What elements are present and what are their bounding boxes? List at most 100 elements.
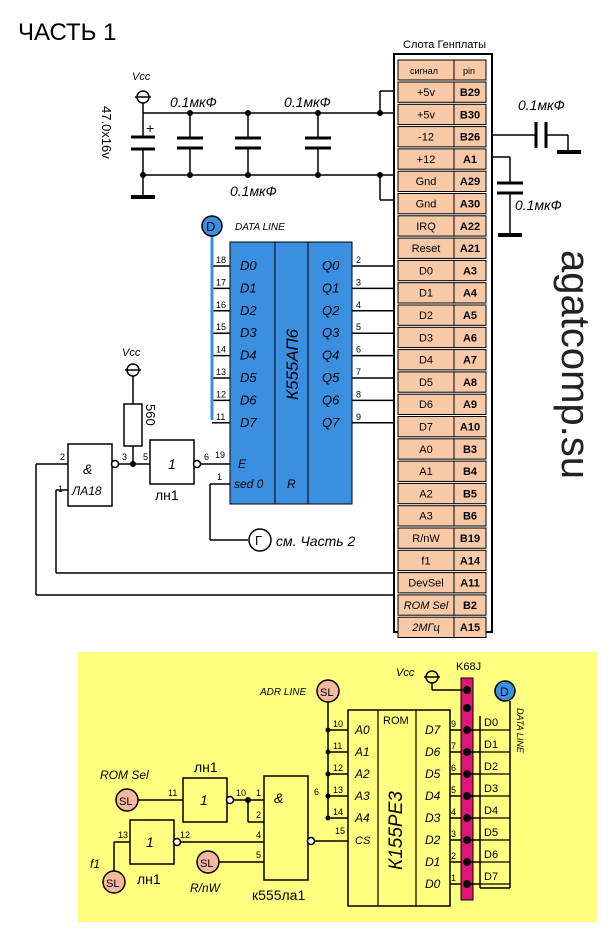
buffer-d-label-6: D6 <box>240 392 257 407</box>
slot-row-19-pin-cell <box>453 505 487 527</box>
inv2-symbol: 1 <box>146 834 154 850</box>
slot-header-pin-text: pin <box>463 66 475 76</box>
slot-row-0-pin: B29 <box>460 87 480 99</box>
rom-d-label-5: D2 <box>425 833 441 847</box>
rom-bus-label-2: D2 <box>484 761 498 773</box>
connector-pin-dot-1 <box>463 704 471 712</box>
slot-row-7-signal: Reset <box>412 243 441 255</box>
slot-row-8-signal: D0 <box>419 265 433 277</box>
website-label: agatcomp.su <box>553 250 597 479</box>
buffer-q-pin-0: 2 <box>356 255 361 265</box>
slot-title: Слота Генплаты <box>403 39 486 51</box>
slot-row-16-signal: A0 <box>419 444 432 456</box>
slot-row-9-pin-cell <box>453 282 487 304</box>
slot-row-4-signal: Gnd <box>416 176 437 188</box>
slot-row-24-pin-cell <box>453 616 487 639</box>
slot-row-24-pin: A15 <box>460 622 480 634</box>
slot-row-0-signal: +5v <box>417 87 436 99</box>
cap-label-4: 0.1мкФ <box>518 97 565 113</box>
slot-row-3-pin-cell <box>453 148 487 170</box>
slot-row-21-pin: A14 <box>460 555 481 567</box>
buffer-q-label-7: Q7 <box>322 415 340 430</box>
buffer-chip-body <box>229 241 353 505</box>
slot-row-14-pin-cell <box>453 393 487 416</box>
rom-d-label-0: D7 <box>425 723 442 737</box>
slot-row-11-pin-cell <box>453 326 487 349</box>
slot-row-3-pin: A1 <box>463 154 477 166</box>
buffer-d-pin-5: 13 <box>216 367 226 377</box>
slot-row-21-signal: f1 <box>421 555 430 567</box>
slot-row-20-signal: R/nW <box>412 533 440 545</box>
slot-row-17-pin-cell <box>453 460 487 482</box>
slot-row-14-signal: D6 <box>419 399 433 411</box>
slot-row-23-signal: ROM Sel <box>404 600 449 612</box>
rom-data-line-marker <box>494 680 516 702</box>
buffer-sed-pin: 1 <box>217 472 222 482</box>
rom-logic: ROM Sel SL 11 1 лн1 10 f1 SL 13 1 лн1 12… <box>90 759 348 903</box>
rom-d-pin-7: 1 <box>451 873 456 883</box>
cap-label-2: 0.1мкФ <box>284 94 331 110</box>
data-line-label: DATA LINE <box>235 222 285 233</box>
rom-a-label-0: A0 <box>354 723 370 737</box>
buffer-d-pin-0: 18 <box>216 255 226 265</box>
buffer-q-label-2: Q2 <box>322 303 340 318</box>
rom-cs-label: CS <box>355 835 371 847</box>
rom-bus-label-1: D1 <box>484 739 498 751</box>
slot-row-4-pin-cell <box>453 170 487 192</box>
slot-row-2-pin: B26 <box>460 132 480 144</box>
buffer-chip-name: К555АП6 <box>283 328 302 400</box>
buffer-d-pin-4: 14 <box>216 345 226 355</box>
buffer-chip: К555АП6 E sed 0 R 19 1 <box>209 241 353 541</box>
rom-d-pin-2: 6 <box>451 763 456 773</box>
slot-row-7-pin-cell <box>453 237 487 259</box>
slot-header-pin <box>453 59 487 81</box>
rnw-label: R/nW <box>190 881 222 895</box>
nand-pin-out: 3 <box>122 452 127 462</box>
rom-d-label-7: D0 <box>425 877 441 891</box>
data-line-marker <box>201 215 223 237</box>
cap-label-1: 0.1мкФ <box>170 94 217 110</box>
slot-row-10-pin: A5 <box>463 310 477 322</box>
buffer-q-pin-7: 9 <box>356 412 361 422</box>
adr-line-label: ADR LINE <box>259 687 306 698</box>
rom-d-label-4: D3 <box>425 811 441 825</box>
rom-a-label-4: A4 <box>354 811 370 825</box>
cap-label-3: 0.1мкФ <box>230 183 277 199</box>
buffer-q-pin-5: 7 <box>356 367 361 377</box>
buffer-d-pin-1: 17 <box>216 277 226 287</box>
buffer-q-label-4: Q4 <box>322 348 339 363</box>
nand-pin-in1: 2 <box>60 452 65 462</box>
slot-row-15-pin: A10 <box>460 422 480 434</box>
buffer-q-pin-2: 4 <box>356 300 361 310</box>
buffer-q-label-3: Q3 <box>322 325 340 340</box>
nand2-name: к555ла1 <box>252 887 305 903</box>
buffer-d-label-3: D3 <box>240 325 257 340</box>
resistor <box>123 403 143 447</box>
rom-bus-label-7: D7 <box>484 871 498 883</box>
slot-row-1-signal: +5v <box>417 109 436 121</box>
inverter-symbol-top: 1 <box>168 456 176 472</box>
nand2-pin-4: 4 <box>256 830 261 840</box>
slot-row-22-pin-cell <box>453 572 487 594</box>
slot-row-6-pin-cell <box>453 215 487 237</box>
buffer-d-label-2: D2 <box>240 303 257 318</box>
slot-row-10-pin-cell <box>453 304 487 326</box>
slot-row-5-pin: A30 <box>460 199 480 211</box>
slot-row-1-pin: B30 <box>460 109 480 121</box>
inv2-name: лн1 <box>137 871 161 887</box>
nand2-pin-1: 1 <box>256 788 261 798</box>
rom-d-pin-5: 3 <box>451 829 456 839</box>
f1-label: f1 <box>90 857 100 871</box>
rom-cs-pin: 15 <box>335 826 345 836</box>
connector-k68j <box>460 677 474 901</box>
slot-row-13-signal: D5 <box>419 377 433 389</box>
slot-row-12-pin: A7 <box>463 355 477 367</box>
rom-bus-label-0: D0 <box>484 717 498 729</box>
connector-dots <box>463 686 480 888</box>
rom-data-line-label: DATA LINE <box>515 708 525 754</box>
power-section: Vcc + 47.0x16v <box>99 71 581 237</box>
inv1-pin-out: 10 <box>236 788 246 798</box>
slot-row-13-pin: A8 <box>463 377 477 389</box>
slot-row-22-signal: DevSel <box>408 578 443 590</box>
